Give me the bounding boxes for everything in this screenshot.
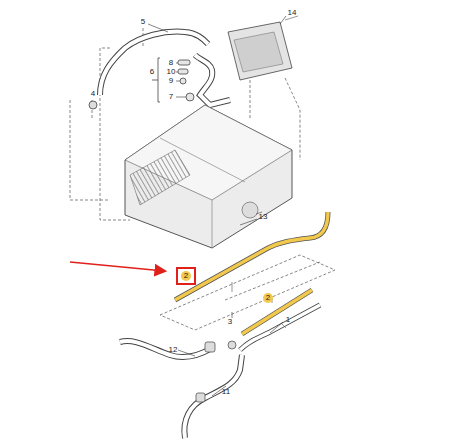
callout-number: 9 [168,76,174,86]
highlight-dot: 2 [263,293,273,303]
coolant-pipe-2 [175,212,328,300]
callout-number: 2 [176,267,196,285]
callout-number: 4 [90,89,96,99]
hose-5 [89,32,208,109]
callout-number: 1 [285,315,291,325]
callout-number: 11 [221,387,231,397]
callout-number: 12 [168,345,179,355]
callout-number: 10 [166,67,177,77]
highlight-dot: 2 [181,271,191,281]
callout-number: 6 [149,67,155,77]
callout-number: 8 [168,58,174,68]
hose-12 [120,341,215,357]
pointer-arrow [70,262,164,271]
electric-motor [125,105,292,248]
callout-number: 13 [258,212,269,222]
leader-lines [148,16,286,396]
control-unit [228,16,298,80]
lower-pipes [228,290,320,350]
callout-number: 14 [287,8,298,18]
callout-number: 3 [227,317,233,327]
callout-number: 5 [140,17,146,27]
dashed-leaders [70,28,335,330]
callout-number: 2 [262,292,274,304]
small-parts [152,55,230,105]
hose-11 [184,355,242,438]
callout-number: 7 [168,92,174,102]
